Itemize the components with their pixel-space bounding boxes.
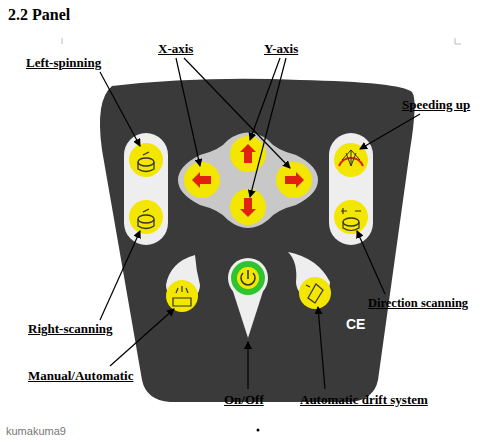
part-label: Right-scanning — [28, 322, 113, 336]
part-label: Speeding up — [402, 98, 470, 112]
part-label: Direction scanning — [368, 297, 468, 311]
ce-mark: CE — [346, 317, 365, 332]
axis-label: Y-axis — [264, 42, 298, 56]
axis-label: X-axis — [158, 42, 193, 56]
part-label: Automatic drift system — [300, 393, 428, 407]
part-label: Left-spinning — [26, 56, 101, 70]
watermark: kumakuma9 — [6, 425, 66, 437]
part-label: On/Off — [224, 393, 264, 407]
section-title: 2.2 Panel — [8, 6, 70, 24]
part-label: Manual/Automatic — [28, 369, 133, 383]
